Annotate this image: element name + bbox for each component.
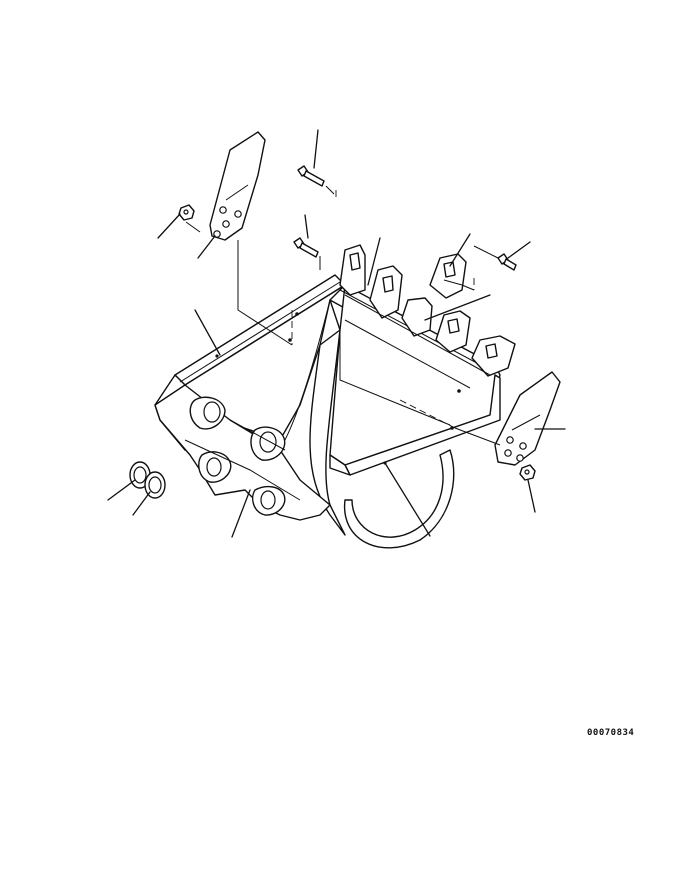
bucket-mounting-bosses bbox=[154, 384, 331, 521]
bucket-teeth bbox=[339, 244, 516, 377]
bolts bbox=[293, 165, 517, 271]
right-side-cutter bbox=[494, 371, 561, 466]
left-side-cutter bbox=[209, 131, 266, 241]
nuts bbox=[178, 204, 536, 481]
drawing-code: 00070834 bbox=[587, 728, 635, 738]
bucket-body bbox=[154, 274, 501, 549]
assembly-lines bbox=[185, 185, 501, 446]
leader-lines bbox=[107, 129, 566, 538]
shims bbox=[129, 461, 166, 499]
